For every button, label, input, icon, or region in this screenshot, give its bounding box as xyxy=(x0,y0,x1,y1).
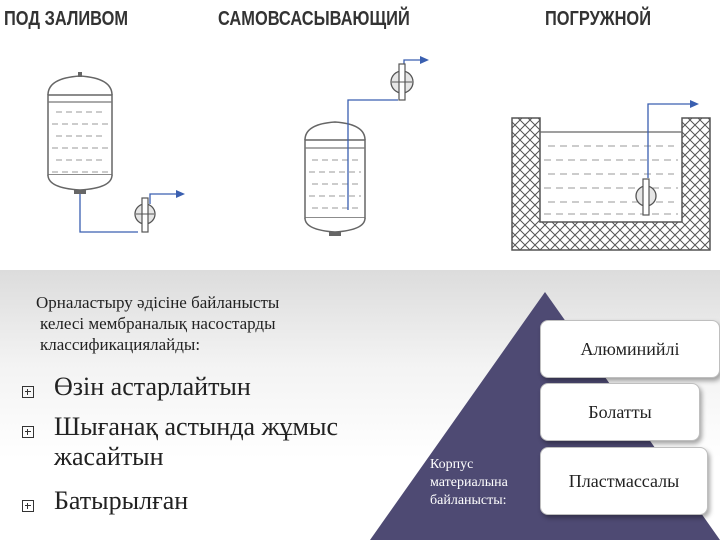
bullet-text: Шығанақ астында жұмыс жасайтын xyxy=(54,412,339,471)
tank-left xyxy=(47,72,113,194)
pit-walls xyxy=(511,117,711,251)
pyramid-base-line-3: байланысты: xyxy=(430,493,507,508)
bullet-text: Өзін астарлайтын xyxy=(54,372,251,401)
pipe-left xyxy=(79,193,176,233)
intro-line-2: келесі мембраналық насостарды xyxy=(40,314,276,333)
pump-right xyxy=(635,178,657,216)
bullet-box-icon xyxy=(22,386,34,398)
flow-arrow-middle xyxy=(420,56,429,64)
pyramid-box-plastic: Пластмассалы xyxy=(540,447,708,515)
pyramid-box-aluminium: Алюминийлі xyxy=(540,320,720,378)
caption-submersible: ПОГРУЖНОЙ xyxy=(545,8,651,30)
tank-middle xyxy=(304,121,366,236)
intro-line-1: Орналастыру әдісіне байланысты xyxy=(36,293,280,312)
flow-arrow-right xyxy=(690,100,699,108)
intro-line-3: классификациялайды: xyxy=(40,335,201,354)
caption-self-priming: САМОВСАСЫВАЮЩИЙ xyxy=(218,8,410,30)
pipe-right xyxy=(647,103,690,178)
pump-middle xyxy=(390,63,414,101)
pyramid-box-steel: Болатты xyxy=(540,383,700,441)
bullet-box-icon xyxy=(22,500,34,512)
pyramid-base-label: Корпус материалына байланысты: xyxy=(430,456,550,510)
caption-flooded: ПОД ЗАЛИВОМ xyxy=(4,8,129,30)
flooded-suction-scheme xyxy=(47,72,185,233)
submersible-scheme xyxy=(511,100,711,251)
bullet-item-flooded: Шығанақ астында жұмыс жасайтын xyxy=(22,412,374,472)
bullet-text: Батырылған xyxy=(54,486,189,515)
pump-installation-diagram xyxy=(47,56,711,251)
intro-text: Орналастыру әдісіне байланысты келесі ме… xyxy=(36,292,360,355)
pump-schemes-panel: ПОД ЗАЛИВОМ САМОВСАСЫВАЮЩИЙ ПОГРУЖНОЙ xyxy=(4,8,711,251)
pyramid-base-line-2: материалына xyxy=(430,475,508,490)
flow-arrow-left xyxy=(176,190,185,198)
pyramid-base-line-1: Корпус xyxy=(430,457,474,472)
bullet-item-submersible: Батырылған xyxy=(22,486,374,516)
bullet-item-self-priming: Өзін астарлайтын xyxy=(22,372,374,402)
pump-left xyxy=(134,197,156,233)
bullet-box-icon xyxy=(22,426,34,438)
self-priming-scheme xyxy=(304,56,429,236)
